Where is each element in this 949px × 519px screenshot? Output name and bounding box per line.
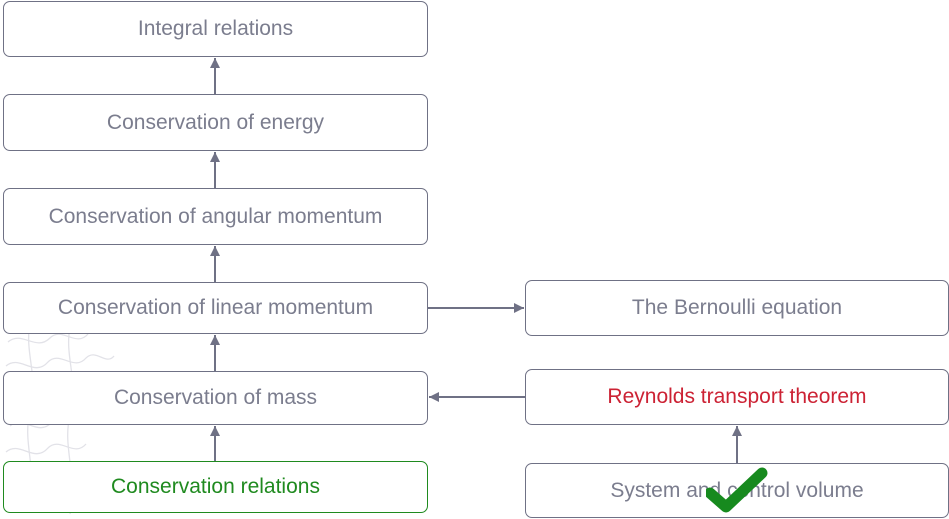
integral-relations-node[interactable]: Integral relations [3,1,428,57]
bernoulli-equation-node[interactable]: The Bernoulli equation [525,280,949,336]
checkmark-icon [706,467,768,513]
reynolds-transport-theorem-label: Reynolds transport theorem [607,385,867,408]
conservation-of-angular-momentum-label: Conservation of angular momentum [48,204,383,228]
conservation-of-mass-label: Conservation of mass [113,386,318,409]
reynolds-transport-theorem-node[interactable]: Reynolds transport theorem [525,369,949,425]
bernoulli-equation-label: The Bernoulli equation [631,296,843,319]
conservation-of-linear-momentum-label: Conservation of linear momentum [57,296,374,319]
conservation-relations-node[interactable]: Conservation relations [3,461,428,513]
conservation-of-linear-momentum-node[interactable]: Conservation of linear momentum [3,282,428,334]
conservation-of-angular-momentum-node[interactable]: Conservation of angular momentum [3,188,428,245]
integral-relations-label: Integral relations [137,17,294,40]
conservation-of-energy-node[interactable]: Conservation of energy [3,94,428,151]
conservation-relations-label: Conservation relations [111,475,320,498]
conservation-of-mass-node[interactable]: Conservation of mass [3,371,428,425]
conservation-of-energy-label: Conservation of energy [106,110,325,134]
